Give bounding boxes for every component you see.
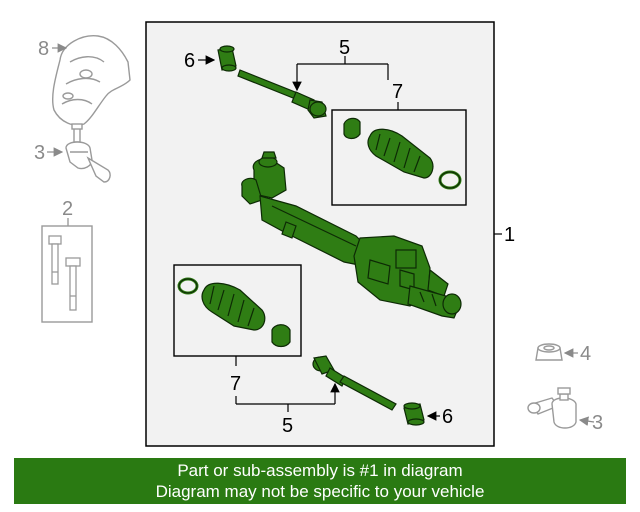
callout-6-top: 6 <box>184 50 195 72</box>
part-5-inner-tie-rod-bottom[interactable] <box>312 355 397 411</box>
callout-8: 8 <box>38 38 49 60</box>
info-banner: Part or sub-assembly is #1 in diagram Di… <box>14 458 626 504</box>
bracket-5-bottom <box>235 382 340 412</box>
callout-3-top: 3 <box>34 142 45 164</box>
part-7-boot-kit-top[interactable] <box>343 117 462 190</box>
part-8-heat-shield[interactable] <box>51 35 131 126</box>
bracket-5-top <box>292 56 389 92</box>
leader-3-bottom <box>578 416 595 426</box>
callout-6-bottom: 6 <box>442 406 453 428</box>
callout-7-bottom: 7 <box>230 373 241 395</box>
part-6-bushing-top[interactable] <box>217 45 237 72</box>
banner-line-2: Diagram may not be specific to your vehi… <box>155 482 485 501</box>
callout-4: 4 <box>580 343 591 365</box>
callout-3-bottom: 3 <box>592 412 603 434</box>
part-6-bushing-bottom[interactable] <box>403 402 425 426</box>
callout-5-top: 5 <box>339 37 350 59</box>
callout-2: 2 <box>62 198 73 220</box>
part-1-steering-rack[interactable] <box>241 151 462 319</box>
part-2-bolts[interactable] <box>48 235 81 311</box>
part-5-inner-tie-rod-top[interactable] <box>237 69 327 119</box>
callout-1: 1 <box>504 224 515 246</box>
parts-diagram: 8 3 2 4 3 <box>34 21 603 447</box>
part-7-boot-kit-bottom[interactable] <box>177 277 291 348</box>
part-3-tie-rod-end-top[interactable] <box>65 123 111 183</box>
callout-5-bottom: 5 <box>282 415 293 437</box>
callout-7-top: 7 <box>392 81 403 103</box>
part-4-nut[interactable] <box>535 343 563 361</box>
part-3-tie-rod-end-bottom[interactable] <box>527 387 577 429</box>
banner-line-1: Part or sub-assembly is #1 in diagram <box>177 461 463 480</box>
